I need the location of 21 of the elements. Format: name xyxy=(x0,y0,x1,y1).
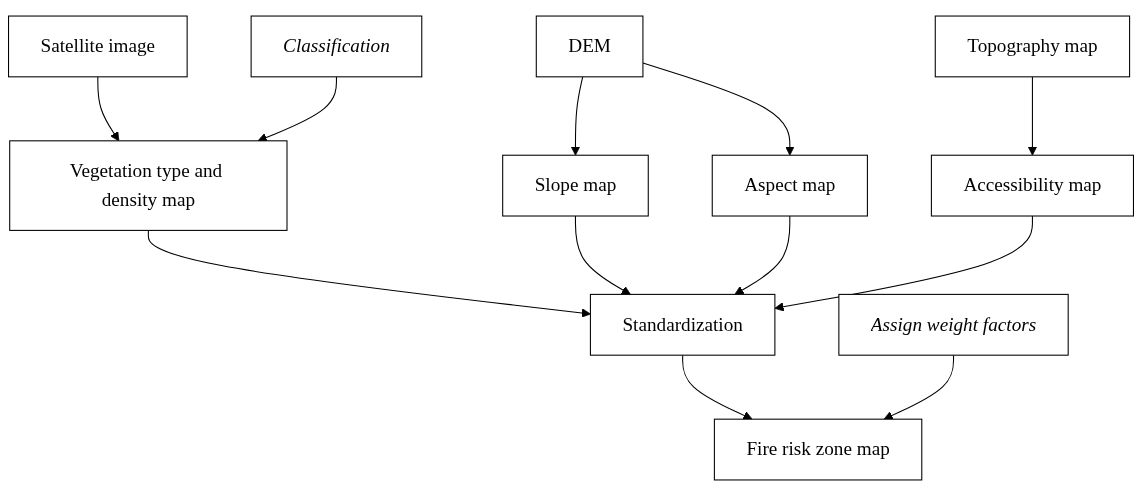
node-box: Topography map xyxy=(934,15,1131,78)
arrow xyxy=(642,62,795,156)
arrow xyxy=(883,354,955,420)
arrow xyxy=(734,215,791,295)
node-box: Standardization xyxy=(589,293,776,356)
arrow xyxy=(570,76,584,156)
arrow xyxy=(774,215,1033,312)
node-box: Vegetation type and density map xyxy=(9,140,288,231)
node-box: Accessibility map xyxy=(930,154,1134,217)
node-box: Aspect map xyxy=(711,154,868,217)
node-box: Classification xyxy=(250,15,423,78)
arrow xyxy=(1027,76,1038,156)
arrow xyxy=(682,354,753,420)
node-box: Satellite image xyxy=(8,15,188,78)
arrow xyxy=(97,76,120,142)
node-box: Slope map xyxy=(502,154,649,217)
node-box: DEM xyxy=(535,15,644,78)
arrow xyxy=(147,229,591,318)
arrow xyxy=(257,76,337,142)
node-box: Fire risk zone map xyxy=(713,418,923,481)
arrow xyxy=(574,215,631,295)
